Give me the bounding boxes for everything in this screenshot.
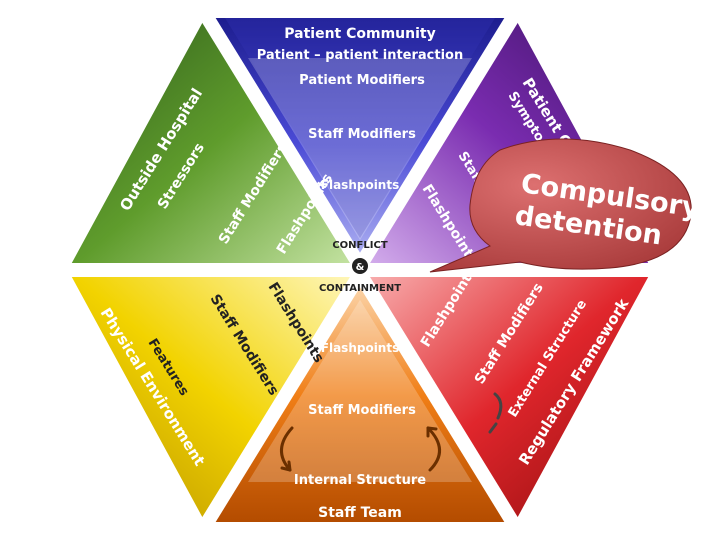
center-ampersand: &: [356, 262, 365, 273]
top-patient-modifiers: Patient Modifiers: [299, 73, 425, 88]
sector-bottom-left: [68, 270, 360, 522]
compulsory-detention-callout: Compulsory detention: [429, 138, 702, 273]
center-ampersand-badge: [352, 258, 368, 274]
bottom-internal-structure: Internal Structure: [294, 473, 426, 488]
sector-top-left: [68, 18, 360, 270]
bottom-staff-team: Staff Team: [318, 505, 402, 521]
top-title: Patient Community: [284, 26, 435, 42]
bottom-staff-modifiers: Staff Modifiers: [308, 403, 416, 418]
center-conflict: CONFLICT: [332, 240, 387, 251]
top-flashpoints: Flashpoints: [321, 178, 399, 192]
sector-bottom-right: [360, 270, 652, 522]
top-subtitle: Patient – patient interaction: [257, 48, 464, 63]
band-overlays: [248, 58, 472, 482]
external-arrow-icons: [488, 392, 503, 434]
top-staff-modifiers: Staff Modifiers: [308, 127, 416, 142]
sector-top: [205, 18, 515, 270]
center-containment: CONTAINMENT: [319, 283, 401, 294]
circular-arrow-icons: [280, 426, 441, 472]
bottom-flashpoints: Flashpoints: [321, 341, 399, 355]
